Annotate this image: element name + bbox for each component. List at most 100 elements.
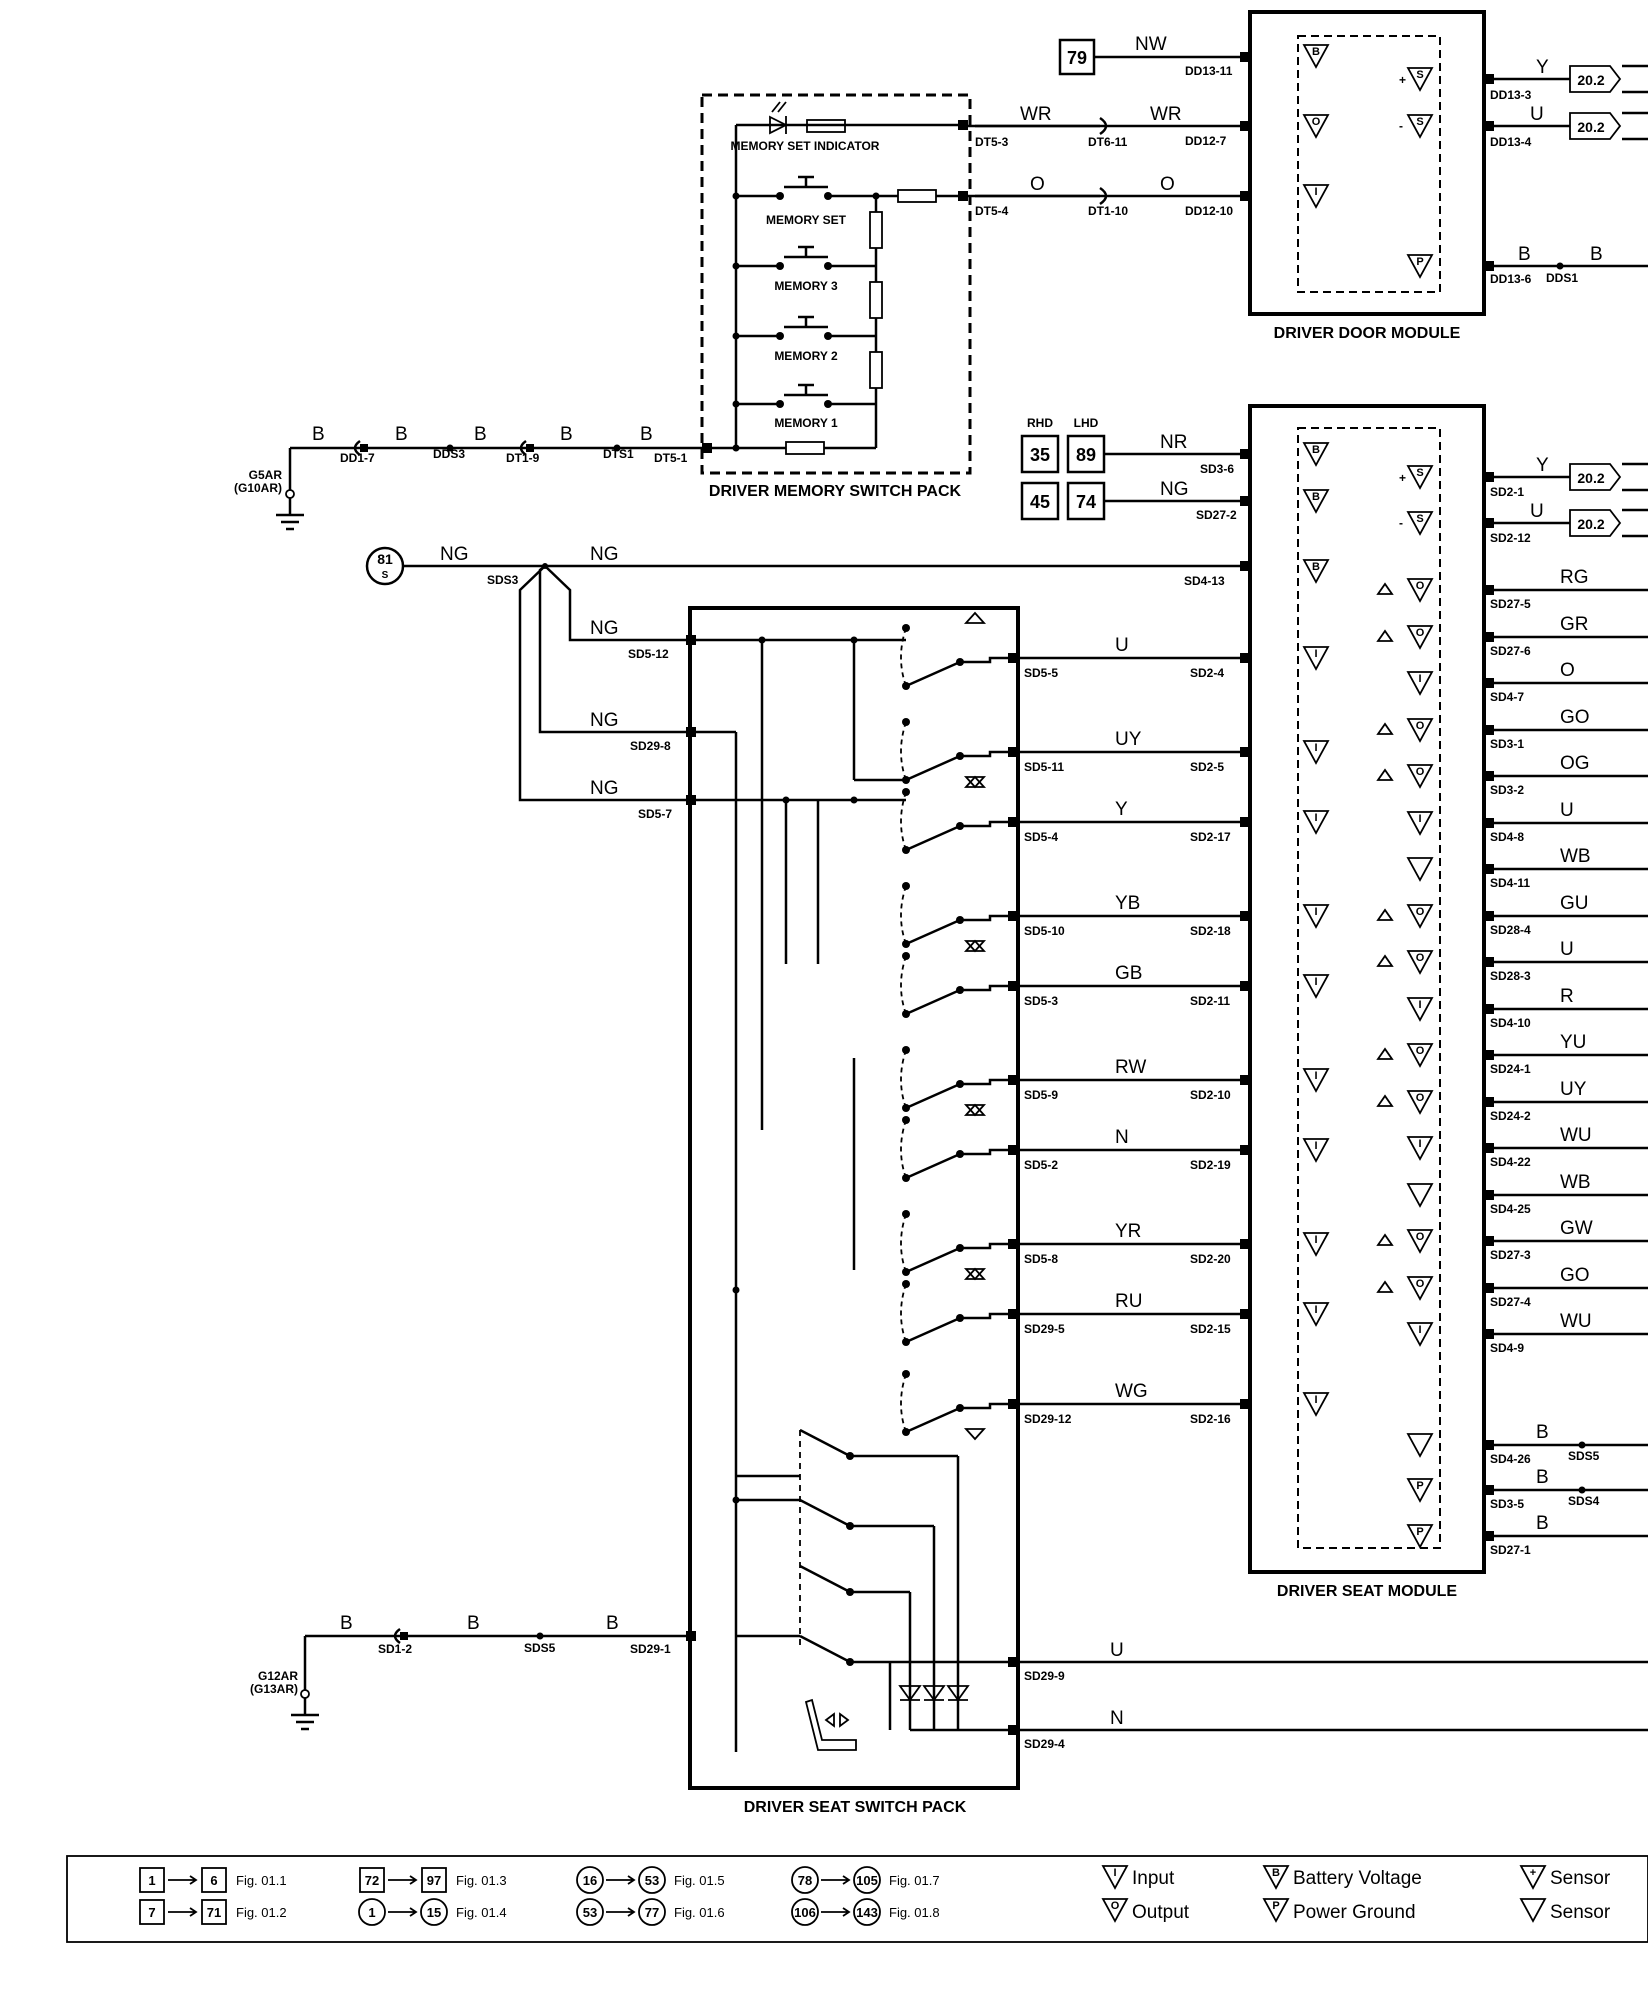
direction-icon — [1376, 1233, 1394, 1246]
module-pin-label: SD2-15 — [1190, 1322, 1231, 1336]
ref-circle-icon — [576, 1866, 604, 1894]
svg-text:DT1-10: DT1-10 — [1088, 204, 1128, 218]
symbol-letter: O — [1416, 766, 1425, 778]
ref-end: 71 — [207, 1905, 221, 1920]
svg-text:U: U — [1530, 501, 1544, 522]
module-pin-label: SD2-17 — [1190, 830, 1231, 844]
switch-linkage — [900, 885, 907, 945]
svg-text:SD5-12: SD5-12 — [628, 647, 669, 661]
switch-blade — [905, 1152, 961, 1180]
input-symbol-letter: I — [1314, 1070, 1317, 1082]
svg-text:B: B — [1536, 1467, 1549, 1488]
svg-text:S: S — [1416, 116, 1423, 128]
svg-text:P: P — [1416, 1480, 1423, 1492]
svg-text:NG: NG — [440, 544, 469, 565]
pack-pin-connector — [1008, 1399, 1018, 1409]
output-pin-connector — [1484, 1329, 1494, 1339]
svg-text:SD27-2: SD27-2 — [1196, 508, 1237, 522]
ref-box-icon — [201, 1899, 227, 1925]
arrow-down-icon — [963, 940, 987, 953]
output-pin-connector — [1484, 1143, 1494, 1153]
output-pin-connector — [1484, 1004, 1494, 1014]
output-pin-connector — [1484, 864, 1494, 874]
input-symbol-letter: I — [1314, 1304, 1317, 1316]
switch-blade — [905, 1316, 961, 1344]
svg-text:B: B — [312, 424, 325, 445]
switch-blade — [905, 1246, 961, 1274]
legend-battery: B Battery Voltage — [1263, 1865, 1422, 1889]
svg-text:DD12-7: DD12-7 — [1185, 134, 1227, 148]
pack-pin-label: SD5-4 — [1024, 830, 1058, 844]
output-pin-label: SD4-7 — [1490, 690, 1524, 704]
svg-text:DD12-10: DD12-10 — [1185, 204, 1233, 218]
output-wire-color: O — [1560, 660, 1575, 681]
module-pin-connector — [1240, 911, 1250, 921]
svg-text:Sensor: Sensor — [1550, 1902, 1611, 1923]
fig-label: Fig. 01.1 — [236, 1873, 287, 1888]
switch-linkage — [900, 1119, 907, 1179]
output-wire-color: OG — [1560, 753, 1590, 774]
pack-pin-connector — [1008, 817, 1018, 827]
svg-text:S: S — [1416, 467, 1423, 479]
svg-text:DDS3: DDS3 — [433, 447, 465, 461]
ref-end: 105 — [856, 1873, 878, 1888]
ref-end: 53 — [645, 1873, 659, 1888]
svg-text:DTS1: DTS1 — [603, 447, 634, 461]
wire-color-label: YB — [1115, 893, 1140, 914]
memory-set-label: MEMORY SET — [766, 213, 847, 227]
svg-text:SD3-5: SD3-5 — [1490, 1497, 1524, 1511]
svg-text:B: B — [640, 424, 653, 445]
ref-start: 72 — [365, 1873, 379, 1888]
svg-text:DT1-9: DT1-9 — [506, 451, 540, 465]
symbol-letter: I — [1418, 813, 1421, 825]
module-pin-label: SD2-16 — [1190, 1412, 1231, 1426]
ref-end: 143 — [856, 1905, 878, 1920]
arrow-right-icon — [606, 1907, 636, 1917]
ref-arrow-20.2-d: 20.2 — [1577, 516, 1604, 532]
driver-seat-switch-pack: DRIVER SEAT SWITCH PACK — [686, 606, 1020, 1816]
svg-text:SD3-6: SD3-6 — [1200, 462, 1234, 476]
svg-text:NW: NW — [1135, 34, 1167, 55]
pack-pin-connector — [1008, 981, 1018, 991]
ref-circle-81: 81 — [377, 551, 393, 567]
pack-pin-label: SD5-5 — [1024, 666, 1058, 680]
ref-box-45: 45 — [1030, 492, 1050, 512]
svg-text:S: S — [1416, 513, 1423, 525]
pack-pin-label: SD5-11 — [1024, 760, 1064, 774]
arrow-up-icon — [963, 1267, 987, 1280]
svg-text:WR: WR — [1020, 104, 1052, 125]
ref-end: 6 — [210, 1873, 217, 1888]
arrow-down-icon — [963, 1268, 987, 1281]
svg-text:S: S — [1416, 69, 1423, 81]
ref-circle-icon — [791, 1866, 819, 1894]
legend-sensor-plus: + Sensor — [1520, 1865, 1611, 1889]
svg-text:SD1-2: SD1-2 — [378, 1642, 412, 1656]
switch-link — [960, 656, 1018, 664]
svg-text:P: P — [1272, 1900, 1279, 1912]
svg-text:O: O — [1312, 116, 1321, 128]
switch-link — [960, 1148, 1018, 1156]
input-symbol-letter: I — [1314, 906, 1317, 918]
output-pin-label: SD4-9 — [1490, 1341, 1524, 1355]
module-pin-connector — [1240, 1075, 1250, 1085]
svg-text:Power Ground: Power Ground — [1293, 1902, 1416, 1923]
output-pin-connector — [1484, 1190, 1494, 1200]
svg-text:B: B — [395, 424, 408, 445]
switch-linkage — [900, 1213, 907, 1273]
ref-end: 15 — [427, 1905, 441, 1920]
legend-ground: P Power Ground — [1263, 1898, 1416, 1923]
svg-text:SD29-9: SD29-9 — [1024, 1669, 1065, 1683]
door-module-input-symbol: I — [1303, 184, 1329, 208]
ref-box-35: 35 — [1030, 445, 1050, 465]
switch-link — [960, 750, 1018, 758]
door-module-power-ground: P — [1407, 254, 1433, 278]
